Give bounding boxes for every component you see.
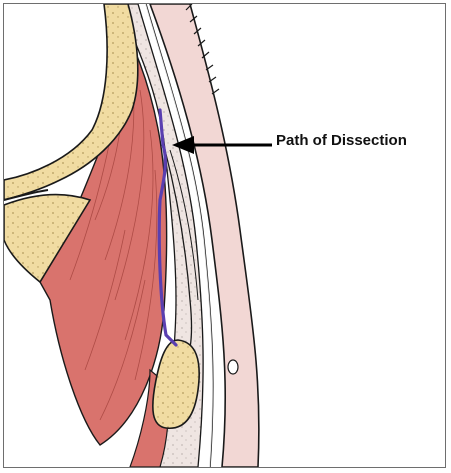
gland [228,360,238,374]
path-of-dissection-label: Path of Dissection [276,132,407,149]
